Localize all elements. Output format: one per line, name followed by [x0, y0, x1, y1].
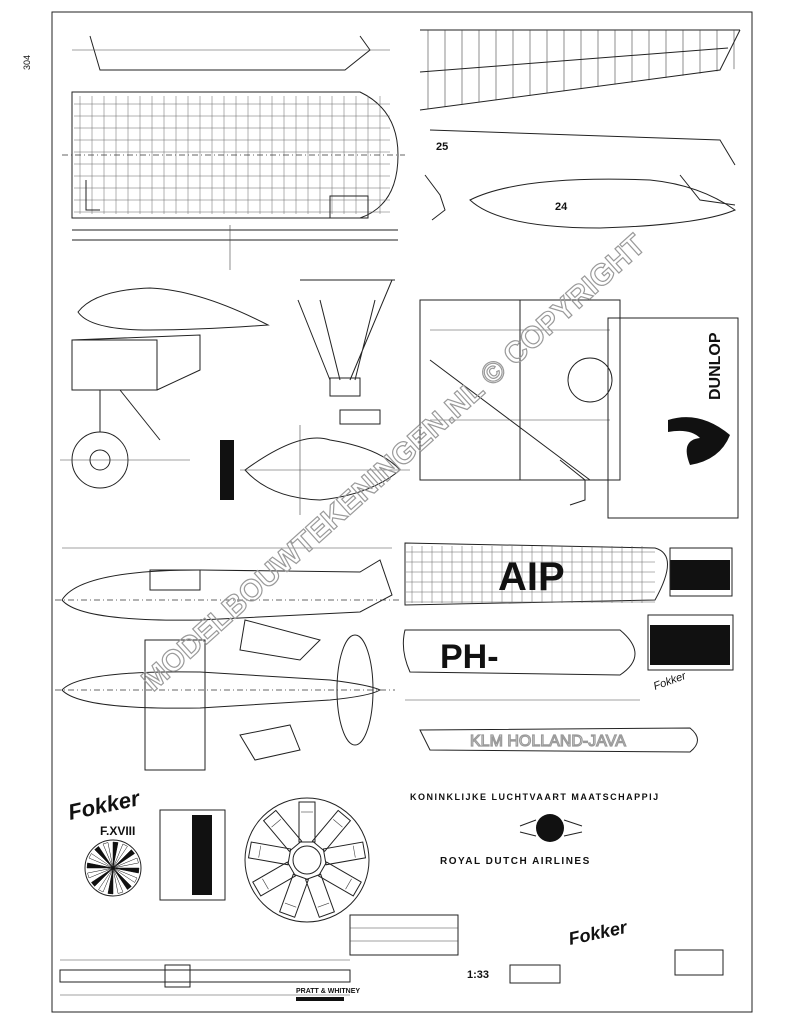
- propeller-disc: [84, 839, 142, 897]
- fuselage-side-frame: 25 24: [419, 29, 741, 229]
- dunlop-badge: DUNLOP: [607, 317, 739, 519]
- radial-engine-front-view: [244, 797, 370, 923]
- fokker-logo-text: Fokker: [66, 785, 143, 825]
- strut-assembly: [297, 279, 395, 425]
- fokker-logo-bottom-left: Fokker F.XVIII: [66, 785, 143, 838]
- klm-crest: [519, 814, 583, 842]
- fuselage-banner: KLM HOLLAND-JAVA: [419, 727, 698, 753]
- undercarriage-front-view: [419, 299, 621, 506]
- top-plan-view: [55, 619, 395, 771]
- title-block: 1:33: [349, 914, 561, 984]
- engine-maker-text: PRATT & WHITNEY: [296, 988, 360, 995]
- fokker-logo-mid-text: Fokker: [652, 670, 689, 693]
- side-elevation: [55, 547, 400, 621]
- wing-plan-view: [62, 35, 405, 270]
- registration-top: AIP: [498, 555, 565, 599]
- dunlop-brand: DUNLOP: [707, 332, 724, 400]
- engine-maker-stamp: PRATT & WHITNEY: [296, 988, 360, 1001]
- legend-box: [674, 949, 724, 976]
- section-label-a: 25: [436, 141, 448, 153]
- wing-span-section: [59, 959, 351, 996]
- fokker-logo-bottom-right: Fokker: [567, 917, 630, 949]
- page-marker: 304: [22, 55, 32, 70]
- registration-bottom: PH-: [440, 638, 499, 676]
- copyright-watermark: MODELBOUWTEKENINGEN.NL © COPYRIGHT: [136, 228, 652, 697]
- fuselage-banner-text: KLM HOLLAND-JAVA: [470, 733, 626, 750]
- engine-detail-sketches: [647, 547, 734, 671]
- engine-side-view: [159, 809, 226, 901]
- airline-dutch: KONINKLIJKE LUCHTVAART MAATSCHAPPIJ: [410, 792, 660, 802]
- fokker-type-text: F.XVIII: [100, 824, 135, 838]
- fokker-logo-mid: Fokker: [652, 670, 689, 693]
- airline-english: ROYAL DUTCH AIRLINES: [440, 856, 591, 867]
- fuselage-cross-section: [220, 425, 410, 515]
- sheet-border: [51, 11, 753, 1013]
- nacelle-gear-view: [60, 287, 270, 489]
- wing-marking-view: AIP PH-: [402, 542, 668, 701]
- section-label-b: 24: [555, 201, 568, 213]
- fokker-logo-bottom-right-text: Fokker: [567, 917, 630, 949]
- scale-label: 1:33: [467, 969, 489, 981]
